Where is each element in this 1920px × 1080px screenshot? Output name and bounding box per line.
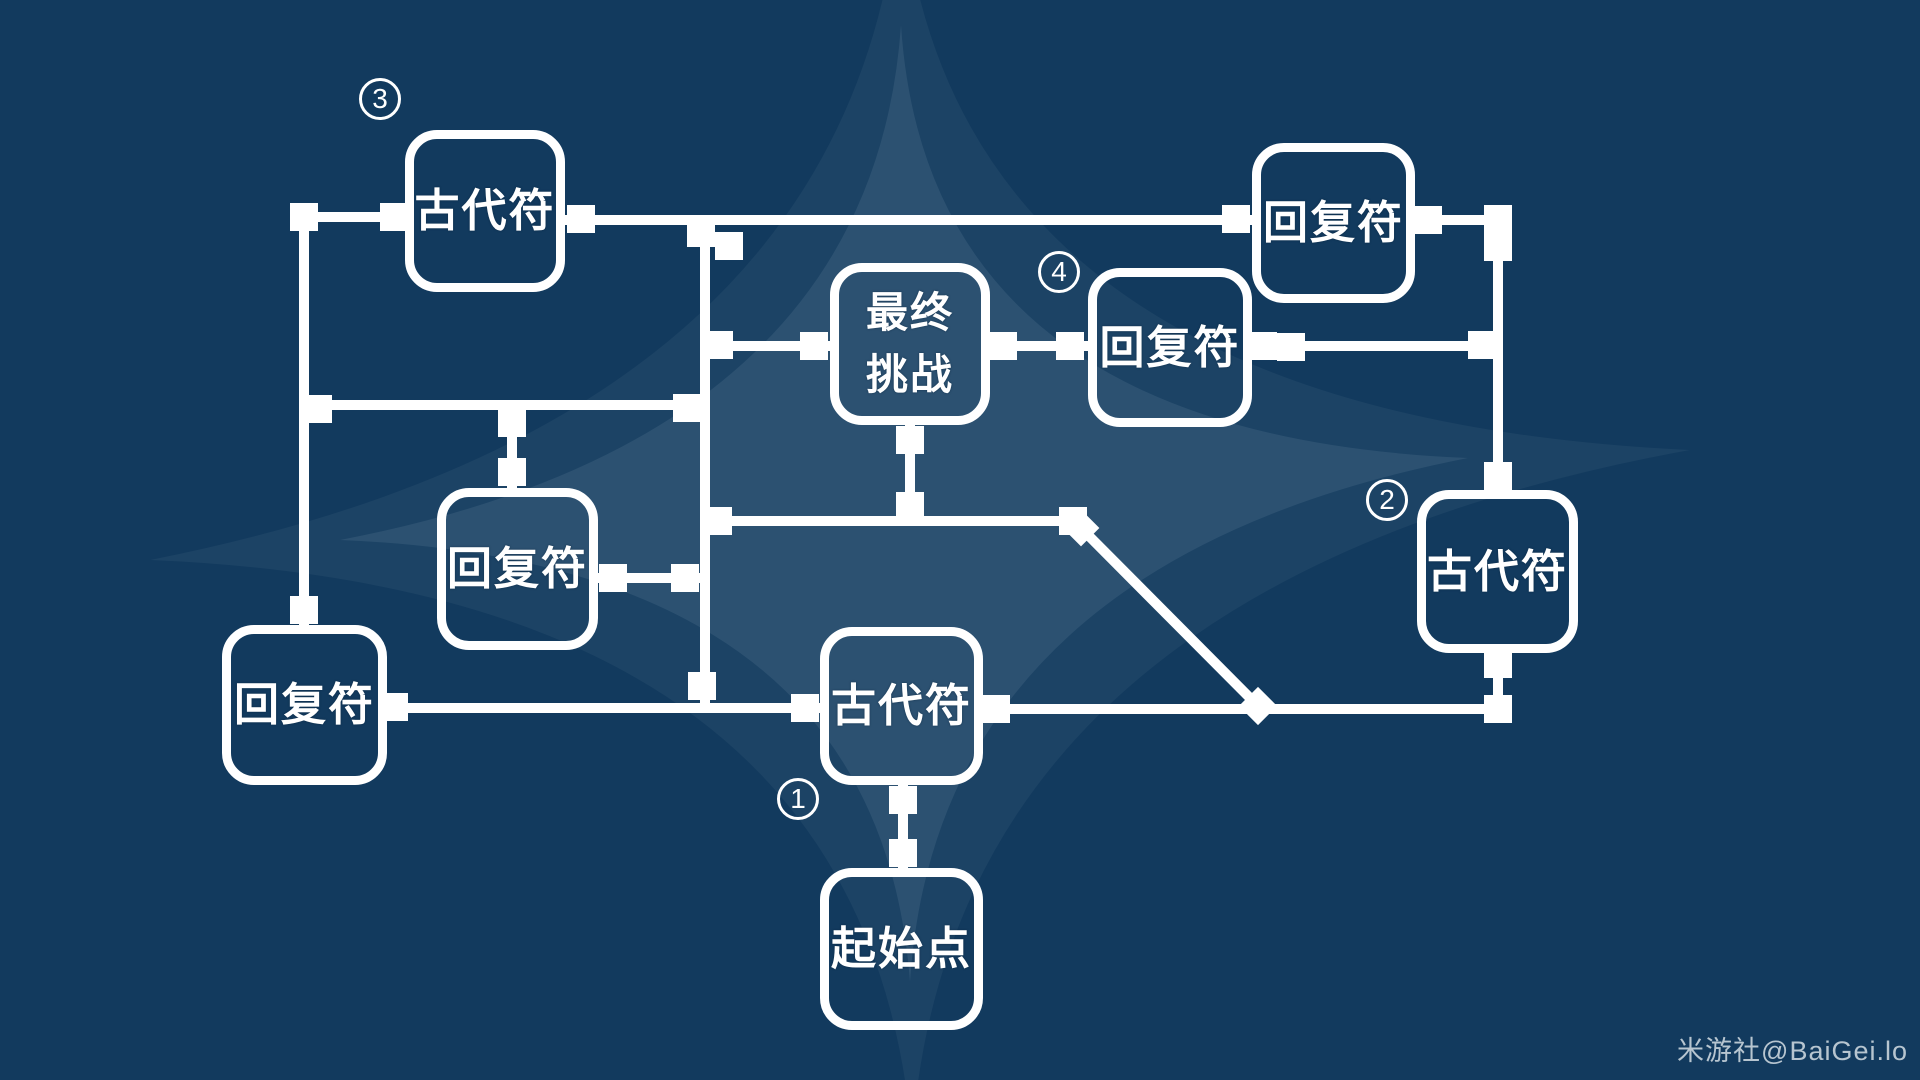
node-label: 回复符: [233, 679, 375, 730]
connector-port: [567, 205, 595, 233]
connector-port: [982, 695, 1010, 723]
node-label: 回复符: [446, 543, 588, 594]
step-badge-1: 1: [777, 778, 819, 820]
connector-port: [290, 596, 318, 624]
connector-port: [896, 492, 924, 520]
connector-port: [989, 332, 1017, 360]
connector-port: [889, 839, 917, 867]
node-rune-recover-bl: 回复符: [222, 625, 387, 785]
node-label: 回复符: [1099, 321, 1241, 373]
connector-port: [791, 694, 819, 722]
connector-port: [1484, 233, 1512, 261]
node-rune-ancient-3: 古代符: [405, 130, 565, 292]
node-label: 挑战: [865, 351, 954, 398]
node-rune-ancient-2: 古代符: [1417, 490, 1578, 653]
node-label: 古代符: [414, 185, 556, 236]
node-rune-recover-tr: 回复符: [1252, 143, 1415, 303]
node-final-challenge: 最终挑战: [830, 263, 990, 425]
connector-port: [498, 458, 526, 486]
connector-port: [1056, 332, 1084, 360]
node-label: 古代符: [1426, 545, 1568, 597]
connector-diamond: [1238, 686, 1278, 726]
connector-diamond: [1062, 509, 1100, 547]
step-badge-3: 3: [359, 78, 401, 120]
connector-port: [1484, 462, 1512, 490]
connector-port: [687, 219, 715, 247]
background-star-halo: [150, 0, 1690, 1080]
connector-port: [1249, 332, 1277, 360]
connector-port: [290, 203, 318, 231]
connector-port: [705, 331, 733, 359]
connector-port: [896, 426, 924, 454]
connector-port: [1277, 333, 1305, 361]
connector-line-diagonal: [1077, 524, 1262, 710]
watermark: 米游社@BaiGei.lo: [1677, 1036, 1908, 1066]
connector-port: [1414, 206, 1442, 234]
connector-port: [704, 507, 732, 535]
node-label: 起始点: [830, 923, 972, 974]
node-rune-recover-4: 回复符: [1088, 268, 1252, 427]
connector-port: [1484, 695, 1512, 723]
connector-port: [304, 395, 332, 423]
node-label: 古代符: [830, 680, 972, 731]
connector-port: [1484, 650, 1512, 678]
connector-port: [688, 672, 716, 700]
connector-port: [498, 409, 526, 437]
connector-port: [1468, 331, 1496, 359]
step-badge-2: 2: [1366, 479, 1408, 521]
node-label: 最终: [865, 289, 954, 336]
connector-port: [380, 203, 408, 231]
connector-port: [715, 232, 743, 260]
step-badge-4: 4: [1038, 251, 1080, 293]
connector-port: [673, 394, 701, 422]
node-label: 回复符: [1262, 197, 1404, 248]
node-start-point: 起始点: [820, 868, 983, 1030]
connector-port: [889, 786, 917, 814]
node-rune-recover-ml: 回复符: [437, 488, 598, 650]
connector-port: [800, 332, 828, 360]
node-rune-ancient-1: 古代符: [820, 627, 983, 785]
connector-port: [1484, 205, 1512, 233]
connector-port: [1222, 205, 1250, 233]
connector-port: [599, 564, 627, 592]
connector-port: [671, 564, 699, 592]
